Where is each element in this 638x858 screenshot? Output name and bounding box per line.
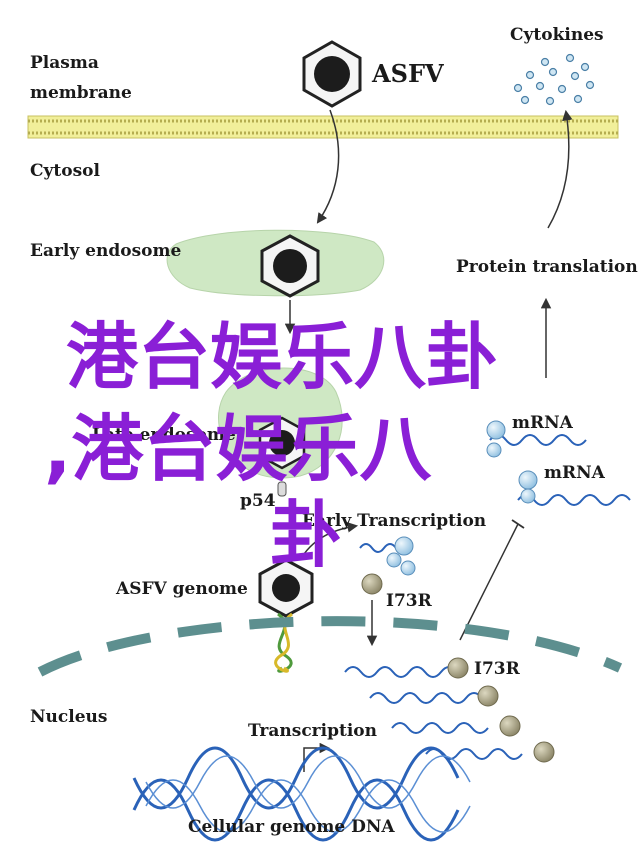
label-late-endosome: Late endosome	[92, 425, 236, 445]
label-mrna-2: mRNA	[544, 463, 606, 483]
label-mrna-1: mRNA	[512, 413, 574, 433]
label-cytosol: Cytosol	[30, 161, 101, 181]
watermark-line-2: ,港台娱乐八	[44, 407, 432, 491]
watermark-line-1: 港台娱乐八卦	[66, 315, 498, 399]
label-early-endosome: Early endosome	[30, 241, 181, 261]
late-endosome	[218, 367, 343, 497]
nuclear-envelope	[37, 616, 623, 677]
label-i73r-1: I73R	[386, 591, 433, 611]
label-plasma: Plasma	[30, 53, 99, 73]
asfv-virion	[302, 40, 362, 108]
cytokine-dots	[513, 53, 595, 106]
label-protein-translation: Protein translation	[456, 257, 638, 277]
entry-arrow	[316, 109, 340, 224]
secretion-arrow	[547, 109, 573, 229]
inhibition-line	[459, 523, 519, 641]
label-asfv-genome: ASFV genome	[115, 579, 248, 599]
label-cellular-dna: Cellular genome DNA	[188, 817, 395, 837]
genome-arrow	[299, 522, 359, 561]
plasma-membrane	[27, 115, 619, 139]
mrna-group	[486, 420, 631, 506]
cellular-dna	[132, 746, 471, 842]
nuclear-mrnas	[344, 657, 555, 763]
label-nucleus: Nucleus	[30, 707, 107, 727]
label-i73r-2: I73R	[474, 659, 521, 679]
label-cytokines: Cytokines	[510, 25, 604, 45]
label-membrane: membrane	[30, 83, 132, 103]
label-early-transcription: Early Transcription	[302, 511, 486, 531]
label-transcription: Transcription	[248, 721, 377, 741]
early-endosome	[166, 229, 385, 298]
label-asfv: ASFV	[371, 59, 444, 88]
i73r-protein	[361, 573, 383, 647]
early-transcription-products	[359, 536, 416, 576]
watermark-line-3: 卦	[270, 493, 342, 577]
label-p54: p54	[240, 491, 276, 511]
